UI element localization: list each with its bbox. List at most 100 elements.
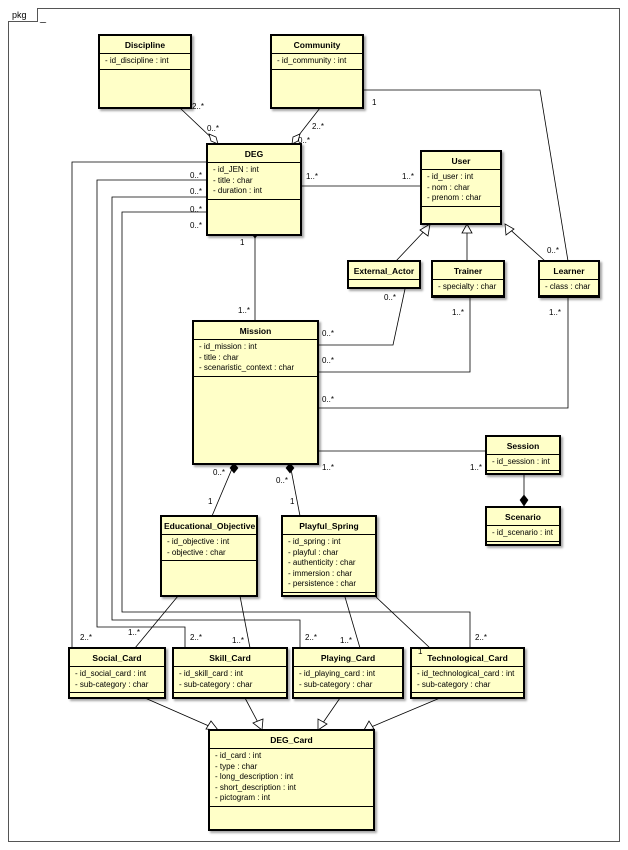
multiplicity: 0..* bbox=[190, 205, 203, 214]
class-deg-card[interactable]: DEG_Card - id_card : int - type : char -… bbox=[208, 729, 375, 831]
attribute: - authenticity : char bbox=[288, 558, 356, 567]
attribute: - id_card : int bbox=[215, 751, 262, 760]
class-external-actor[interactable]: External_Actor bbox=[347, 260, 421, 289]
class-mission[interactable]: Mission - id_mission : int - title : cha… bbox=[192, 320, 319, 465]
multiplicity: 2..* bbox=[475, 633, 488, 642]
multiplicity: 1..* bbox=[340, 636, 353, 645]
class-name: Playing_Card bbox=[294, 649, 402, 667]
attribute: - id_community : int bbox=[277, 56, 347, 65]
class-name: Educational_Objective bbox=[162, 517, 256, 535]
attribute: - id_skill_card : int bbox=[179, 669, 244, 678]
class-name: Mission bbox=[194, 322, 317, 340]
multiplicity: 1 bbox=[290, 497, 295, 506]
class-session[interactable]: Session - id_session : int bbox=[485, 435, 561, 475]
attribute: - sub-category : char bbox=[179, 679, 253, 689]
attribute: - id_technological_card : int bbox=[417, 669, 515, 678]
attribute: - id_social_card : int bbox=[75, 669, 147, 678]
class-playful-spring[interactable]: Playful_Spring - id_spring : int - playf… bbox=[281, 515, 377, 597]
multiplicity: 1 bbox=[240, 238, 245, 247]
assoc-deg-playing bbox=[111, 196, 301, 648]
gen-social-degcard bbox=[144, 697, 219, 731]
attribute: - objective : char bbox=[167, 547, 226, 557]
attribute: - id_scenario : int bbox=[492, 528, 553, 537]
attribute: - title : char bbox=[199, 352, 239, 362]
aggregation-diamond-discipline bbox=[208, 133, 219, 145]
gen-triangle-skill bbox=[252, 718, 264, 731]
assoc-deg-tech bbox=[121, 211, 471, 648]
composition-diamond-session bbox=[519, 494, 529, 507]
multiplicity: 1..* bbox=[549, 308, 562, 317]
assoc-ps-tech bbox=[375, 596, 431, 649]
class-scenario[interactable]: Scenario - id_scenario : int bbox=[485, 506, 561, 546]
multiplicity: 0..* bbox=[384, 293, 397, 302]
attribute: - persistence : char bbox=[288, 579, 357, 588]
class-trainer[interactable]: Trainer - specialty : char bbox=[431, 260, 505, 298]
attribute: - immersion : char bbox=[288, 568, 353, 578]
class-name: DEG_Card bbox=[210, 731, 373, 749]
attribute: - id_mission : int bbox=[199, 342, 257, 351]
class-playing-card[interactable]: Playing_Card - id_playing_card : int - s… bbox=[292, 647, 404, 699]
class-technological-card[interactable]: Technological_Card - id_technological_ca… bbox=[410, 647, 525, 699]
multiplicity: 1 bbox=[208, 497, 213, 506]
assoc-mission-edu bbox=[211, 463, 235, 517]
attribute: - short_description : int bbox=[215, 782, 296, 792]
multiplicity: 2..* bbox=[80, 633, 93, 642]
multiplicity: 0..* bbox=[190, 221, 203, 230]
class-skill-card[interactable]: Skill_Card - id_skill_card : int - sub-c… bbox=[172, 647, 288, 699]
attribute: - sub-category : char bbox=[299, 679, 373, 689]
multiplicity: 0..* bbox=[322, 329, 335, 338]
attribute: - sub-category : char bbox=[75, 679, 149, 689]
composition-diamond-mission-edu bbox=[229, 462, 239, 474]
class-deg[interactable]: DEG - id_JEN : int - title : char - dura… bbox=[206, 143, 302, 236]
multiplicity: 0..* bbox=[213, 468, 226, 477]
assoc-edu-social bbox=[134, 595, 179, 649]
assoc-external-mission bbox=[318, 288, 406, 346]
gen-triangle-learner bbox=[504, 223, 515, 236]
class-name: Technological_Card bbox=[412, 649, 523, 667]
class-educational-objective[interactable]: Educational_Objective - id_objective : i… bbox=[160, 515, 258, 597]
multiplicity: 1..* bbox=[470, 463, 483, 472]
class-learner[interactable]: Learner - class : char bbox=[538, 260, 600, 298]
class-name: External_Actor bbox=[349, 262, 419, 280]
class-user[interactable]: User - id_user : int - nom : char - pren… bbox=[420, 150, 502, 225]
assoc-edu-skill bbox=[239, 595, 251, 649]
gen-triangle-playing bbox=[317, 718, 328, 731]
class-name: Skill_Card bbox=[174, 649, 286, 667]
assoc-deg-skill bbox=[96, 179, 207, 648]
class-name: Learner bbox=[540, 262, 598, 280]
multiplicity: 2..* bbox=[305, 633, 318, 642]
assoc-community-learner bbox=[362, 89, 569, 262]
multiplicity: 0..* bbox=[276, 476, 289, 485]
multiplicity: 0..* bbox=[298, 136, 311, 145]
class-social-card[interactable]: Social_Card - id_social_card : int - sub… bbox=[68, 647, 166, 699]
class-name: Trainer bbox=[433, 262, 503, 280]
attribute: - playful : char bbox=[288, 547, 339, 557]
class-name: Community bbox=[272, 36, 362, 54]
multiplicity: 1..* bbox=[128, 628, 141, 637]
attribute: - type : char bbox=[215, 761, 258, 771]
attribute: - long_description : int bbox=[215, 772, 294, 781]
class-name: Session bbox=[487, 437, 559, 455]
attribute: - duration : int bbox=[213, 186, 262, 195]
attribute: - id_session : int bbox=[492, 457, 550, 466]
attribute: - specialty : char bbox=[438, 282, 497, 291]
class-name: User bbox=[422, 152, 500, 170]
class-discipline[interactable]: Discipline - id_discipline : int bbox=[98, 34, 192, 109]
class-name: Scenario bbox=[487, 508, 559, 526]
assoc-trainer-mission bbox=[318, 298, 471, 373]
class-name: Playful_Spring bbox=[283, 517, 375, 535]
attribute: - pictogram : int bbox=[215, 793, 271, 802]
multiplicity: 1..* bbox=[322, 463, 335, 472]
multiplicity: 0..* bbox=[190, 171, 203, 180]
package-frame bbox=[8, 8, 620, 842]
multiplicity: 1..* bbox=[238, 306, 251, 315]
class-name: DEG bbox=[208, 145, 300, 163]
multiplicity: 1..* bbox=[232, 636, 245, 645]
attribute: - id_objective : int bbox=[167, 537, 230, 546]
aggregation-diamond-community bbox=[291, 133, 301, 145]
gen-tech-degcard bbox=[363, 697, 441, 731]
class-community[interactable]: Community - id_community : int bbox=[270, 34, 364, 109]
attribute: - sub-category : char bbox=[417, 679, 491, 689]
multiplicity: 1..* bbox=[306, 172, 319, 181]
assoc-ps-playing bbox=[344, 596, 361, 649]
